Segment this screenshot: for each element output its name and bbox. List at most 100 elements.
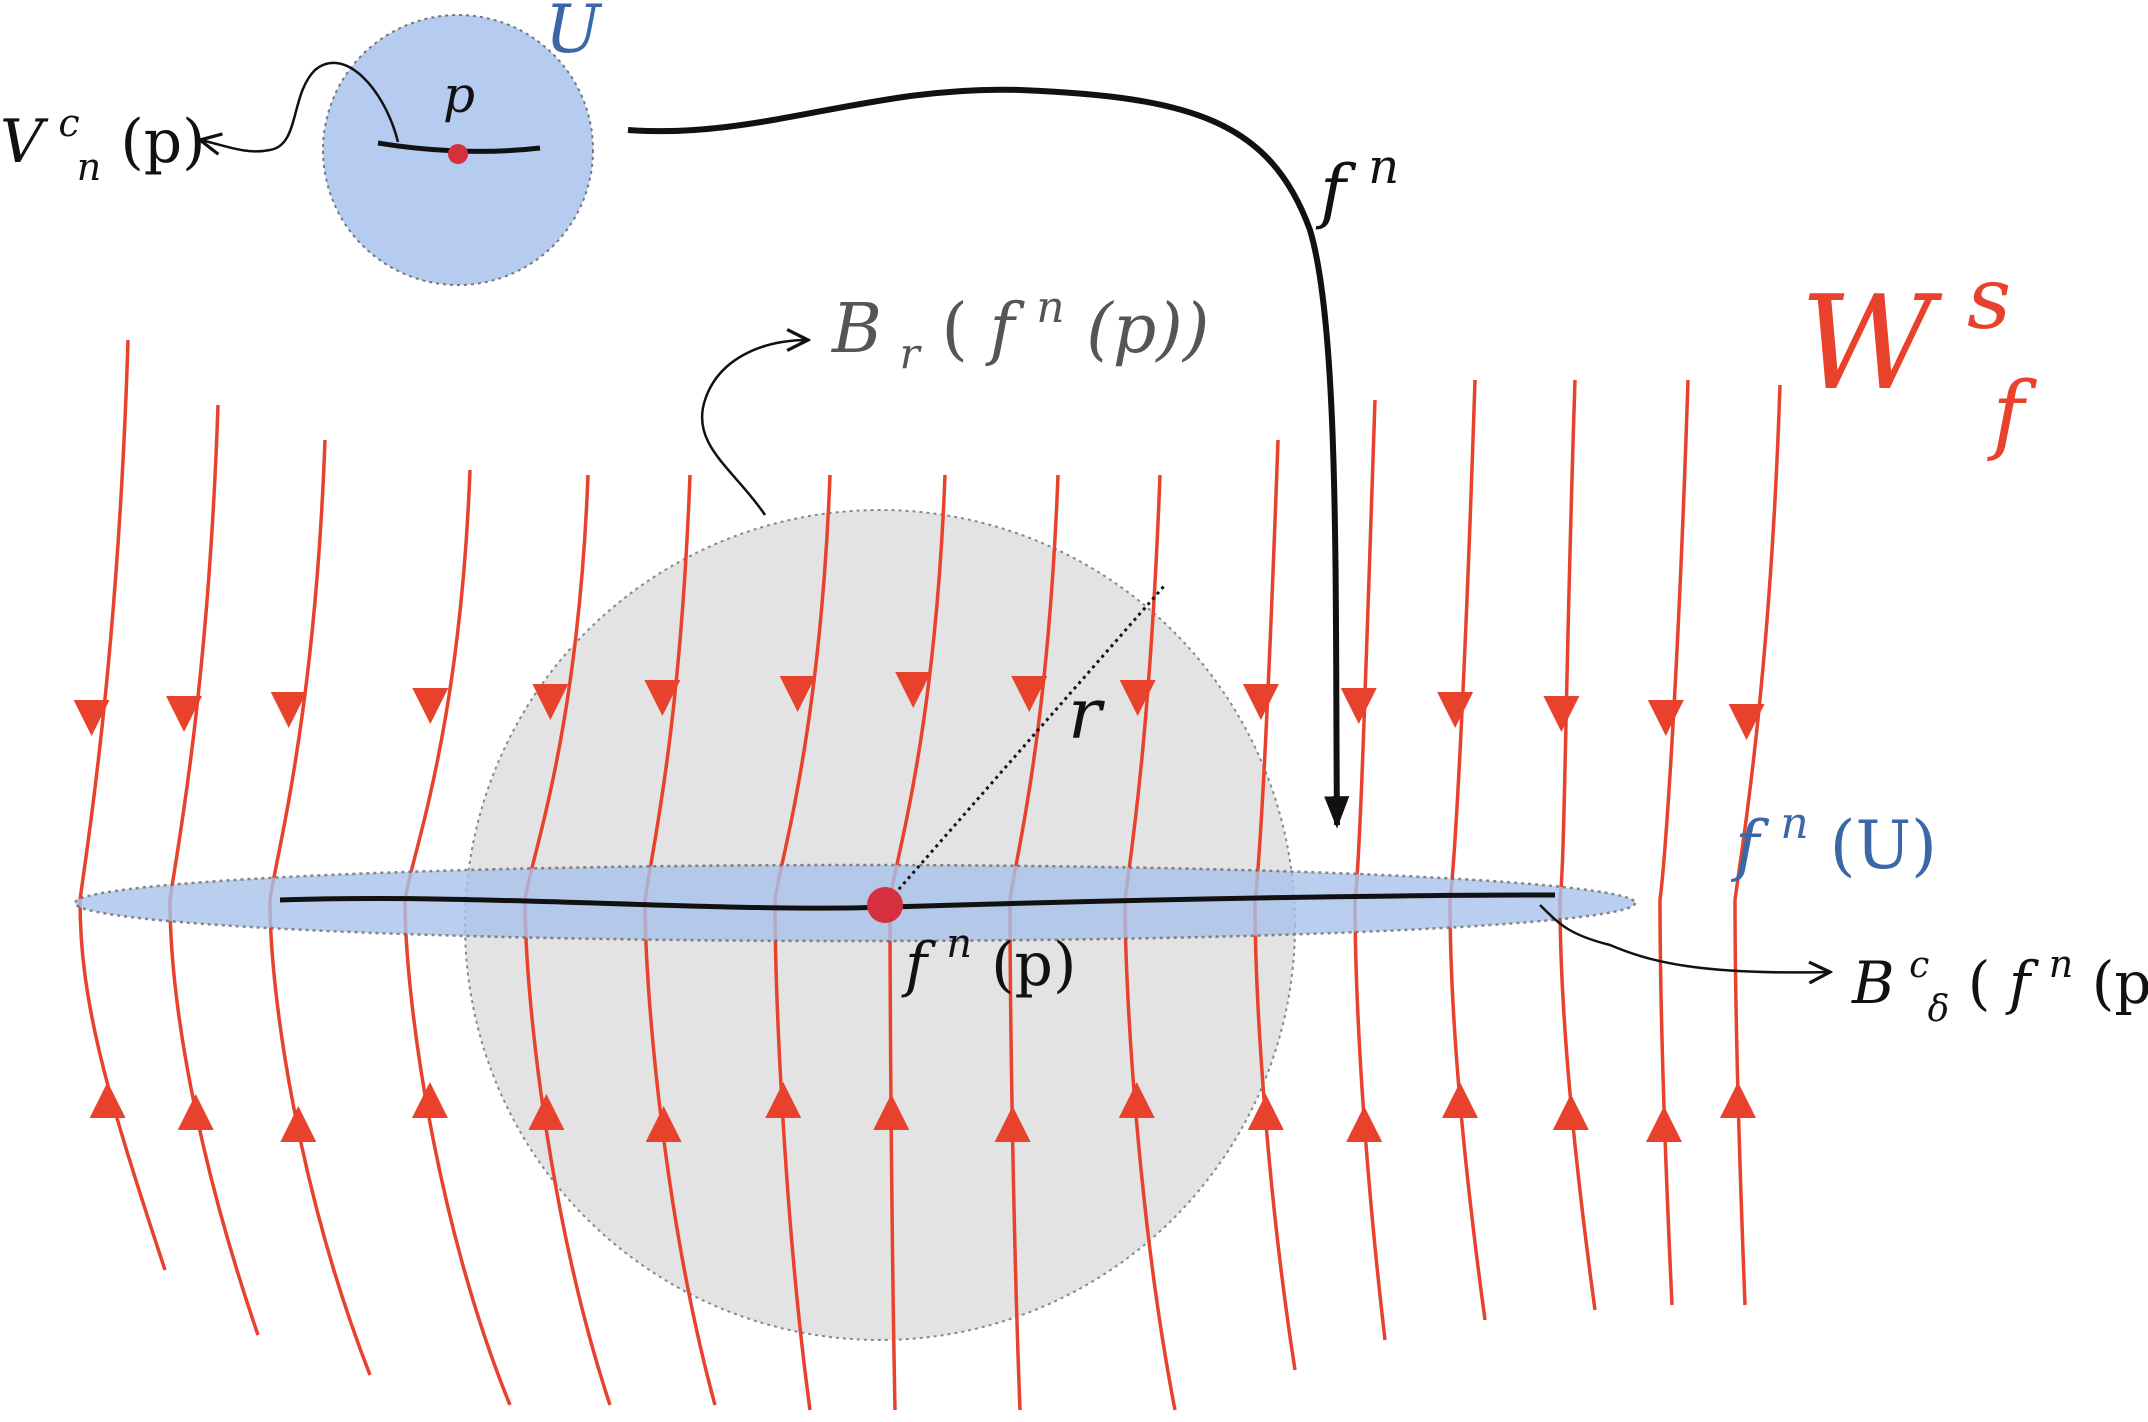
leaf-arrowhead-icon: [412, 688, 449, 724]
label-fnU-sup: n: [1780, 798, 1808, 849]
stable-leaf: [1733, 899, 1747, 1306]
leaf-arrowhead-icon: [645, 1106, 682, 1142]
leaf-arrowhead-icon: [1645, 1106, 1682, 1142]
leaf-arrowhead-icon: [1719, 1082, 1756, 1118]
leaf-arrowhead-icon: [994, 1106, 1031, 1142]
label-r: r: [1068, 673, 1105, 755]
label-Br: B r ( f n (p)): [830, 260, 1209, 385]
leaf-arrowhead-icon: [1728, 704, 1765, 740]
leaf-arrowhead-icon: [895, 672, 932, 708]
leaf-arrowhead-icon: [280, 1106, 317, 1142]
label-Ws-main: W: [1800, 267, 1943, 419]
label-fnp-f: f: [901, 930, 937, 1000]
label-Bdc-close: (p)): [2092, 949, 2148, 1017]
label-fn-sup: n: [1368, 139, 1399, 195]
label-fnp-sup: n: [946, 921, 972, 967]
stable-leaf: [268, 899, 372, 1376]
stable-leaf: [1353, 399, 1377, 901]
leaf-arrowhead-icon: [644, 680, 681, 716]
leaf-arrowhead-icon: [1543, 696, 1580, 732]
leaf-arrowhead-icon: [873, 1094, 910, 1130]
label-Br-main: B: [830, 290, 882, 369]
label-Vnc-main: V: [0, 107, 49, 177]
label-Vnc-arg: (p): [120, 107, 205, 177]
label-U: U: [545, 0, 603, 68]
radius-line: [883, 584, 1167, 906]
stable-leaf: [1448, 379, 1477, 901]
label-Ws-sup: s: [1967, 249, 2011, 349]
leaf-arrowhead-icon: [532, 684, 569, 720]
label-Br-sup: n: [1036, 282, 1064, 333]
stable-leaf: [168, 899, 260, 1336]
leaf-arrowhead-icon: [1346, 1106, 1383, 1142]
label-fnU-f: f: [1730, 807, 1770, 884]
stable-leaf: [1558, 379, 1577, 901]
stable-leaf: [1658, 379, 1690, 901]
stable-leaf: [403, 899, 512, 1406]
label-Bdc: B c δ ( f n (p)): [1851, 923, 2148, 1035]
label-Bdc-sup2: n: [2049, 942, 2073, 986]
stable-leaf: [1733, 384, 1782, 901]
label-Bdc-main: B: [1851, 949, 1895, 1017]
pointer-Vnc: [200, 61, 400, 151]
stable-leaf: [1558, 899, 1597, 1311]
label-fnU: f n (U): [1730, 777, 1937, 884]
stable-leaf: [1658, 899, 1674, 1306]
label-Vnc-sup: c: [58, 101, 79, 145]
label-fnp-arg: (p): [991, 930, 1076, 1000]
stable-leaf: [1123, 899, 1177, 1411]
leaf-arrowhead-icon: [166, 696, 203, 732]
leaf-arrowhead-icon: [73, 700, 110, 736]
label-r-main: r: [1068, 673, 1105, 755]
stable-leaf: [403, 469, 472, 901]
label-p: p: [443, 66, 475, 124]
label-Ws-sub: f: [1986, 364, 2037, 464]
leaf-arrowhead-icon: [528, 1094, 565, 1130]
leaf-arrowhead-icon: [1011, 676, 1048, 712]
stable-leaf: [268, 439, 327, 901]
leaf-arrowhead-icon: [411, 1082, 448, 1118]
leaf-arrowhead-icon: [1242, 684, 1279, 720]
label-fnU-arg: (U): [1830, 807, 1937, 884]
stable-leaf: [1353, 899, 1387, 1341]
point-p: [448, 144, 468, 164]
pointer-Bdc: [1539, 904, 1830, 972]
stable-leaf: [773, 899, 812, 1411]
point-fnp: [867, 887, 903, 923]
label-Br-open: (: [941, 290, 968, 369]
label-Bdc-sub: δ: [1928, 989, 1950, 1030]
leaf-arrowhead-icon: [1340, 688, 1377, 724]
leaf-arrowhead-icon: [765, 1082, 802, 1118]
stable-leaf: [78, 899, 167, 1271]
stable-leaves: [73, 339, 1782, 1411]
label-p-main: p: [443, 66, 475, 124]
label-Bdc-f: f: [2005, 949, 2040, 1017]
label-Br-f: f: [984, 290, 1025, 369]
leaf-arrowhead-icon: [1552, 1094, 1589, 1130]
label-Vnc-sub: n: [77, 145, 101, 189]
map-arrow: [627, 86, 1350, 829]
stable-leaf: [78, 339, 130, 901]
leaf-arrowhead-icon: [1442, 1082, 1478, 1118]
leaf-arrowhead-icon: [779, 676, 816, 712]
stable-leaf: [1448, 899, 1487, 1321]
leaf-arrowhead-icon: [1247, 1094, 1284, 1130]
leaf-arrowhead-icon: [89, 1082, 126, 1118]
label-Bdc-open: (: [1968, 949, 1991, 1017]
leaf-arrowhead-icon: [1647, 700, 1684, 736]
leaf-arrowhead-icon: [270, 692, 307, 728]
label-Ws: W s f: [1800, 207, 2052, 464]
label-U-main: U: [545, 0, 603, 68]
image-disk: [73, 863, 1637, 943]
leaf-arrowhead-icon: [177, 1094, 214, 1130]
label-fnp: f n (p): [901, 902, 1076, 1000]
leaf-arrowhead-icon: [1437, 692, 1474, 728]
leaf-arrowhead-icon: [1119, 680, 1156, 716]
label-fn-map: f n: [1315, 139, 1399, 232]
leaf-arrowhead-icon: [1118, 1082, 1155, 1118]
label-Br-sub: r: [900, 329, 923, 378]
label-Vnc: V c n (p): [0, 81, 206, 195]
pointer-Br: [700, 340, 808, 516]
label-fn-main: f: [1315, 150, 1357, 232]
